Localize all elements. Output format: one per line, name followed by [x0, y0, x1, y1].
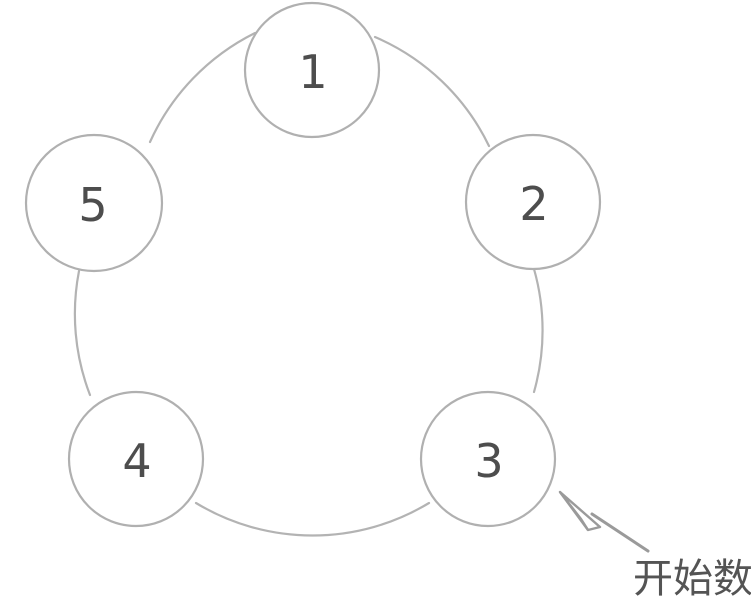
arrow-shaft-line — [590, 512, 650, 553]
node-group — [24, 1, 602, 528]
node-label-2: 2 — [519, 177, 548, 231]
node-circle-2[interactable] — [464, 133, 602, 271]
edge-group — [73, 31, 544, 537]
annotation-arrow — [558, 490, 650, 553]
edge-5-to-1 — [148, 31, 257, 144]
annotation-label: 开始数 — [633, 556, 751, 602]
arrow-head-outline — [558, 490, 602, 532]
edge-3-to-4 — [194, 501, 431, 537]
edge-1-to-2 — [373, 35, 491, 148]
node-label-5: 5 — [78, 178, 107, 232]
edge-4-to-5 — [73, 269, 92, 397]
node-label-3: 3 — [474, 434, 503, 488]
node-circle-4[interactable] — [67, 390, 205, 528]
node-label-1: 1 — [298, 45, 327, 99]
edge-2-to-3 — [532, 267, 544, 394]
arrow-head-inner-line — [559, 491, 589, 531]
node-label-group: 1 2 3 4 5 — [78, 45, 548, 488]
node-circle-1[interactable] — [243, 1, 381, 139]
node-circle-5[interactable] — [24, 133, 164, 273]
node-label-4: 4 — [122, 434, 151, 488]
node-circle-3[interactable] — [419, 390, 557, 528]
